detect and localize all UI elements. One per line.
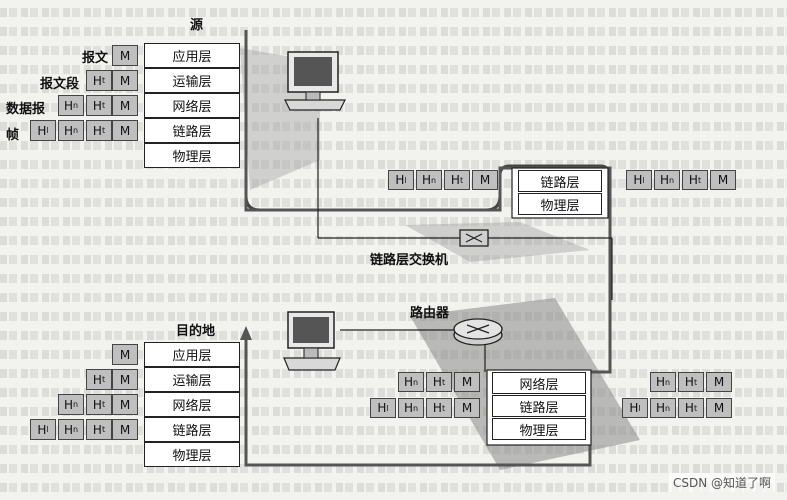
background-text-line bbox=[0, 274, 787, 283]
dest-network-layer: 网络层 bbox=[144, 392, 240, 417]
frame-label: 帧 bbox=[6, 128, 20, 143]
router-icon bbox=[453, 318, 503, 346]
dest-link-layer: 链路层 bbox=[144, 417, 240, 442]
data-path-full bbox=[244, 30, 612, 467]
dest-transport-layer: 运输层 bbox=[144, 367, 240, 392]
source-transport-layer: 运输层 bbox=[144, 68, 240, 93]
background-text-line bbox=[0, 255, 787, 264]
sw-out-M: M bbox=[710, 170, 736, 190]
background-text-line bbox=[0, 122, 787, 131]
router-link-layer: 链路层 bbox=[492, 395, 586, 417]
background-text-line bbox=[0, 445, 787, 454]
source-label: 源 bbox=[190, 18, 204, 33]
source-network-layer: 网络层 bbox=[144, 93, 240, 118]
dest-app-layer: 应用层 bbox=[144, 342, 240, 367]
background-text-line bbox=[0, 369, 787, 378]
background-text-line bbox=[0, 65, 787, 74]
src-msg-M: M bbox=[112, 45, 138, 66]
source-computer-icon bbox=[284, 51, 346, 111]
src-fr-M: M bbox=[112, 120, 138, 141]
router-label: 路由器 bbox=[410, 306, 450, 321]
rt-in-fr-M: M bbox=[454, 398, 480, 418]
router-physical-layer: 物理层 bbox=[492, 418, 586, 440]
background-text-line bbox=[0, 103, 787, 112]
switch-icon bbox=[459, 229, 489, 247]
background-text-line bbox=[0, 27, 787, 36]
destination-arrow bbox=[240, 326, 252, 340]
background-text-line bbox=[0, 483, 787, 492]
background-text-line bbox=[0, 141, 787, 150]
background-text-line bbox=[0, 160, 787, 169]
router-network-layer: 网络层 bbox=[492, 372, 586, 394]
background-text-line bbox=[0, 293, 787, 302]
background-text-line bbox=[0, 331, 787, 340]
src-seg-M: M bbox=[112, 70, 138, 91]
rt-out-dg-M: M bbox=[706, 372, 732, 392]
background-text-line bbox=[0, 217, 787, 226]
destination-computer-icon bbox=[283, 311, 341, 371]
background-text-line bbox=[0, 236, 787, 245]
background-text-line bbox=[0, 8, 787, 17]
source-app-layer: 应用层 bbox=[144, 43, 240, 68]
rt-in-dg-M: M bbox=[454, 372, 480, 392]
dst-dg-M: M bbox=[112, 394, 138, 415]
background-text-line bbox=[0, 464, 787, 473]
source-link-layer: 链路层 bbox=[144, 118, 240, 143]
destination-label: 目的地 bbox=[176, 324, 216, 339]
dest-physical-layer: 物理层 bbox=[144, 442, 240, 467]
sw-in-M: M bbox=[472, 170, 498, 190]
segment-label: 报文段 bbox=[40, 77, 80, 92]
background-text-line bbox=[0, 388, 787, 397]
background-text-line bbox=[0, 84, 787, 93]
switch-physical-layer: 物理层 bbox=[518, 193, 602, 215]
background-text-line bbox=[0, 350, 787, 359]
rt-out-fr-M: M bbox=[706, 398, 732, 418]
background-text-line bbox=[0, 46, 787, 55]
dst-fr-M: M bbox=[112, 419, 138, 440]
background-text-line bbox=[0, 312, 787, 321]
src-dg-M: M bbox=[112, 95, 138, 116]
source-physical-layer: 物理层 bbox=[144, 143, 240, 168]
background-text-line bbox=[0, 198, 787, 207]
dst-seg-M: M bbox=[112, 369, 138, 390]
switch-label: 链路层交换机 bbox=[370, 253, 449, 268]
switch-shadow bbox=[405, 222, 590, 262]
background-text-line bbox=[0, 426, 787, 435]
message-label: 报文 bbox=[82, 51, 109, 66]
dst-msg-M: M bbox=[112, 344, 138, 365]
switch-link-layer: 链路层 bbox=[518, 170, 602, 192]
watermark: CSDN @知道了啊 bbox=[668, 473, 775, 492]
datagram-label: 数据报 bbox=[6, 102, 46, 117]
